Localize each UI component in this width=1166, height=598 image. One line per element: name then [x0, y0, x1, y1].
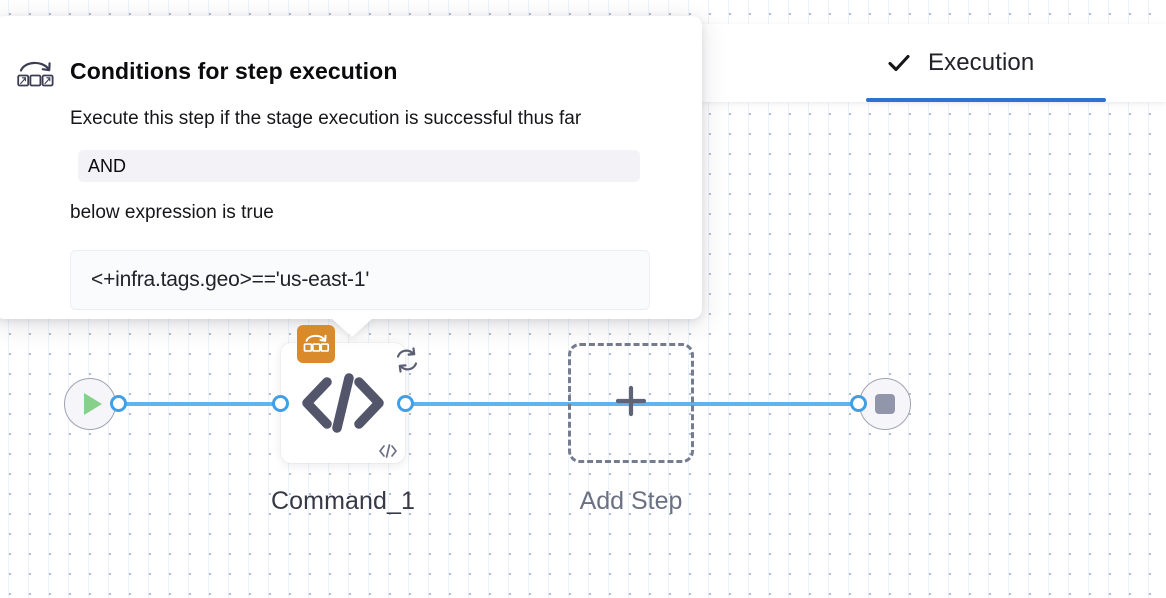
stop-icon	[875, 394, 895, 414]
expression-value: <+infra.tags.geo>=='us-east-1'	[91, 268, 370, 291]
connector-dot-end-input[interactable]	[850, 395, 867, 412]
step-node-label: Command_1	[270, 487, 416, 515]
pipeline-end-node[interactable]	[859, 378, 911, 430]
add-step-button[interactable]	[568, 343, 694, 463]
tab-execution[interactable]: Execution	[886, 24, 1034, 102]
operator-value: AND	[88, 155, 127, 176]
connector-dot-start-output[interactable]	[110, 395, 127, 412]
conditional-execution-icon	[302, 330, 330, 359]
pipeline-start-node[interactable]	[64, 378, 116, 430]
active-tab-underline	[866, 98, 1106, 102]
conditional-execution-icon	[16, 56, 56, 90]
connector-line-start-to-step	[120, 402, 280, 406]
operator-field[interactable]: AND	[78, 150, 640, 182]
popover-tail	[330, 317, 374, 337]
step-node-command[interactable]	[281, 343, 418, 463]
connector-dot-step-output[interactable]	[397, 395, 414, 412]
plus-icon	[614, 384, 648, 423]
popover-subtitle: Execute this step if the stage execution…	[70, 108, 582, 129]
condition-badge-button[interactable]	[297, 325, 335, 363]
check-icon	[886, 50, 912, 76]
conditions-popover: Conditions for step execution Execute th…	[0, 16, 702, 319]
play-icon	[83, 393, 102, 415]
connector-dot-step-input[interactable]	[272, 395, 289, 412]
popover-subtitle-secondary: below expression is true	[70, 202, 274, 223]
add-step-label: Add Step	[579, 487, 683, 515]
tab-execution-label: Execution	[928, 49, 1035, 76]
popover-title: Conditions for step execution	[70, 58, 398, 84]
expression-field[interactable]: <+infra.tags.geo>=='us-east-1'	[70, 250, 650, 310]
